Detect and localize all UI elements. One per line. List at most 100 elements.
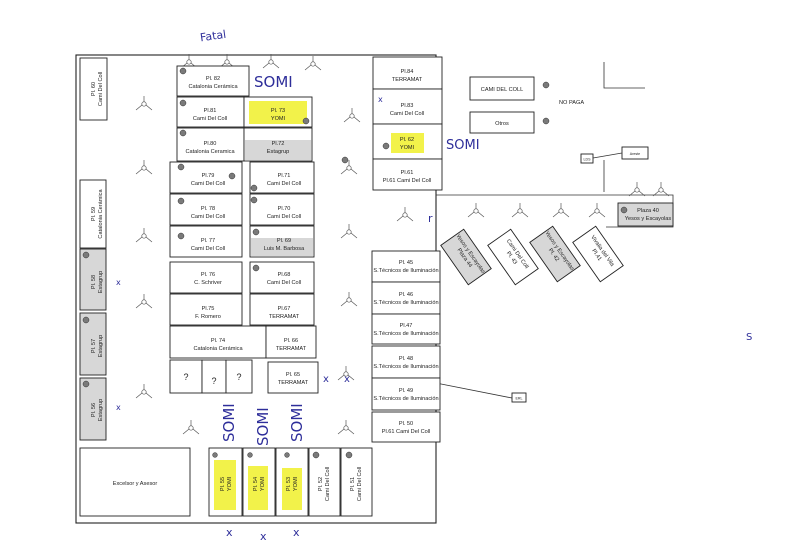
plot-p40[interactable]: Plaza 40 Yesos y Escayolas [617, 202, 674, 227]
handwritten-notes: Fatal SOMI SOMI SOMI SOMI SOMI x x x x x… [116, 28, 752, 543]
otros-box[interactable]: Otros [469, 111, 535, 134]
plot-p44[interactable]: Plaza 44 Yesos y Escayolas [440, 228, 492, 286]
lamp-icon [511, 203, 529, 218]
plot-number: Pl.68 [278, 272, 291, 278]
plot-p65[interactable]: Pl. 65 TERRAMAT [267, 361, 319, 394]
plot-p68[interactable]: Pl.68 Cami Del Coll [249, 261, 315, 294]
plot-p42[interactable]: Pl. 42 Yesos y Escayolas [529, 225, 581, 283]
plot-p46[interactable]: Pl. 46 S.Técnicos de Iluminación [371, 281, 441, 315]
plot-number: Pl. 60 [91, 82, 97, 96]
unknown-plots: ? ? ? [169, 359, 253, 394]
plot-tenant: S.Técnicos de Iluminación [373, 300, 438, 306]
area-excelsor[interactable]: Excelsor y Asesor [79, 447, 191, 517]
plot-number: Pl.80 [204, 141, 217, 147]
plot-p53[interactable]: Pl. 53 YOMI [275, 447, 309, 517]
plot-p77[interactable]: Pl. 77 Cami Del Coll [169, 225, 243, 258]
plot-number: Pl. 50 [399, 421, 413, 427]
plot-p59[interactable]: Pl. 59 Catalonia Cerámica [79, 179, 107, 249]
handwritten-x: x [293, 526, 300, 539]
plot-tenant: Catalonia Cerámica [193, 346, 243, 352]
plot-number: Pl. 69 [277, 238, 291, 244]
box-label: CAMI DEL COLL [481, 87, 523, 93]
plot-tenant: Cami Del Coll [325, 467, 331, 501]
plot-p67[interactable]: Pl.67 TERRAMAT [249, 293, 315, 326]
lamp-icon [340, 292, 358, 307]
unknown-plot-mark: ? [211, 376, 216, 386]
plot-p48[interactable]: Pl. 48 S.Técnicos de Iluminación [371, 345, 441, 379]
plot-p41[interactable]: Pl.41 Vivalia del Vila [572, 225, 624, 283]
plot-p51[interactable]: Pl. 51 Cami Del Coll [340, 447, 373, 517]
plot-p58[interactable]: Pl. 58 Estagrup [79, 248, 107, 311]
plot-p61[interactable]: Pl.61 Pl.61 Cami Del Coll [372, 158, 443, 191]
lamp-icon [135, 160, 153, 175]
plot-p71[interactable]: Pl.71 Cami Del Coll [249, 161, 315, 194]
plot-tenant: Catalonia Cerámica [188, 84, 238, 90]
plot-tenant: Cami Del Coll [191, 214, 225, 220]
lamp-icon [467, 203, 485, 218]
plot-p45[interactable]: Pl. 45 S.Técnicos de Iluminación [371, 250, 441, 283]
plot-number: Pl. 48 [399, 356, 413, 362]
lamp-icon [337, 366, 355, 381]
plot-p54[interactable]: Pl. 54 YOMI [242, 447, 276, 517]
lamp-icon [135, 294, 153, 309]
plot-p73[interactable]: Pl. 73 YOMI [243, 96, 313, 128]
plot-p49[interactable]: Pl. 49 S.Técnicos de Iluminación [371, 377, 441, 411]
plot-number: Pl. 59 [91, 207, 97, 221]
plot-p75[interactable]: Pl.75 F. Romero [169, 293, 243, 326]
plot-p84[interactable]: Pl.84 TERRAMAT [372, 56, 443, 90]
plot-p57[interactable]: Pl. 57 Estagrup [79, 312, 107, 376]
plot-number: Pl. 57 [91, 339, 97, 353]
plot-p76[interactable]: Pl. 76 C. Schriver [169, 261, 243, 294]
plot-number: Pl. 53 [286, 477, 292, 491]
plot-number: Pl. 46 [399, 292, 413, 298]
plot-p47[interactable]: Pl.47 S.Técnicos de Iluminación [371, 313, 441, 345]
plot-p50[interactable]: Pl. 50 Pl.61 Cami Del Coll [371, 411, 441, 443]
plot-number: Pl. 49 [399, 388, 413, 394]
plot-p74[interactable]: Pl. 74 Catalonia Cerámica [169, 325, 267, 359]
plot-p55[interactable]: Pl. 55 YOMI [208, 447, 243, 517]
lamp-icon [182, 420, 200, 435]
cami-del-coll-box[interactable]: CAMI DEL COLL [469, 76, 535, 101]
plot-p52[interactable]: Pl. 52 Cami Del Coll [308, 447, 341, 517]
plot-number: Plaza 40 [637, 208, 659, 214]
plot-p66[interactable]: Pl. 66 TERRAMAT [265, 325, 317, 359]
plot-number: Pl.79 [202, 173, 215, 179]
plot-tenant: Estagrup [98, 399, 104, 421]
plot-p83[interactable]: Pl.83 Cami Del Coll [372, 88, 443, 125]
small-box-areste: Areste [621, 146, 649, 160]
handwritten-x: x [323, 374, 329, 385]
plot-p60[interactable]: Pl. 60 Cami Del Coll [79, 57, 108, 121]
plot-tenant: S.Técnicos de Iluminación [373, 364, 438, 370]
plot-tenant: YOMI [271, 116, 286, 122]
plot-tenant: S.Técnicos de Iluminación [373, 268, 438, 274]
plot-p43[interactable]: Pl. 43 Cami Del Coll [487, 228, 539, 286]
handwritten-x: x [116, 403, 121, 412]
plot-tenant: Cami Del Coll [191, 246, 225, 252]
plot-number: Pl. 62 [400, 137, 414, 143]
lamp-icon [628, 182, 646, 197]
handwritten-x: x [344, 374, 350, 385]
plot-p78[interactable]: Pl. 78 Cami Del Coll [169, 193, 243, 226]
plot-p62[interactable]: Pl. 62 YOMI [372, 123, 443, 160]
lamp-icon [135, 228, 153, 243]
plot-number: Pl. 52 [318, 477, 324, 491]
handwritten-x: x [116, 278, 121, 287]
plot-tenant: Cami Del Coll [98, 72, 104, 106]
plot-tenant: Estagrup [267, 149, 289, 155]
plot-p56[interactable]: Pl. 56 Estagrup [79, 377, 107, 441]
plot-tenant: Estagrup [98, 271, 104, 293]
plot-p80[interactable]: Pl.80 Catalonia Ceramica [176, 127, 245, 162]
handwritten-somi: SOMI [220, 403, 238, 442]
plot-p69[interactable]: Pl. 69 Luis M. Barbosa [249, 225, 315, 258]
plot-tenant: F. Romero [195, 314, 221, 320]
lamp-icon [337, 420, 355, 435]
plot-number: Pl.47 [400, 323, 413, 329]
plot-p82[interactable]: Pl. 82 Catalonia Cerámica [176, 65, 250, 97]
plot-tenant: Yesos y Escayolas [625, 216, 672, 222]
plot-p81[interactable]: Pl.81 Cami Del Coll [176, 96, 245, 128]
plot-p72[interactable]: Pl.72 Estagrup [243, 127, 313, 162]
plot-p70[interactable]: Pl.70 Cami Del Coll [249, 193, 315, 226]
plot-number: Pl.61 [401, 170, 414, 176]
plot-tenant: Cami Del Coll [267, 181, 301, 187]
